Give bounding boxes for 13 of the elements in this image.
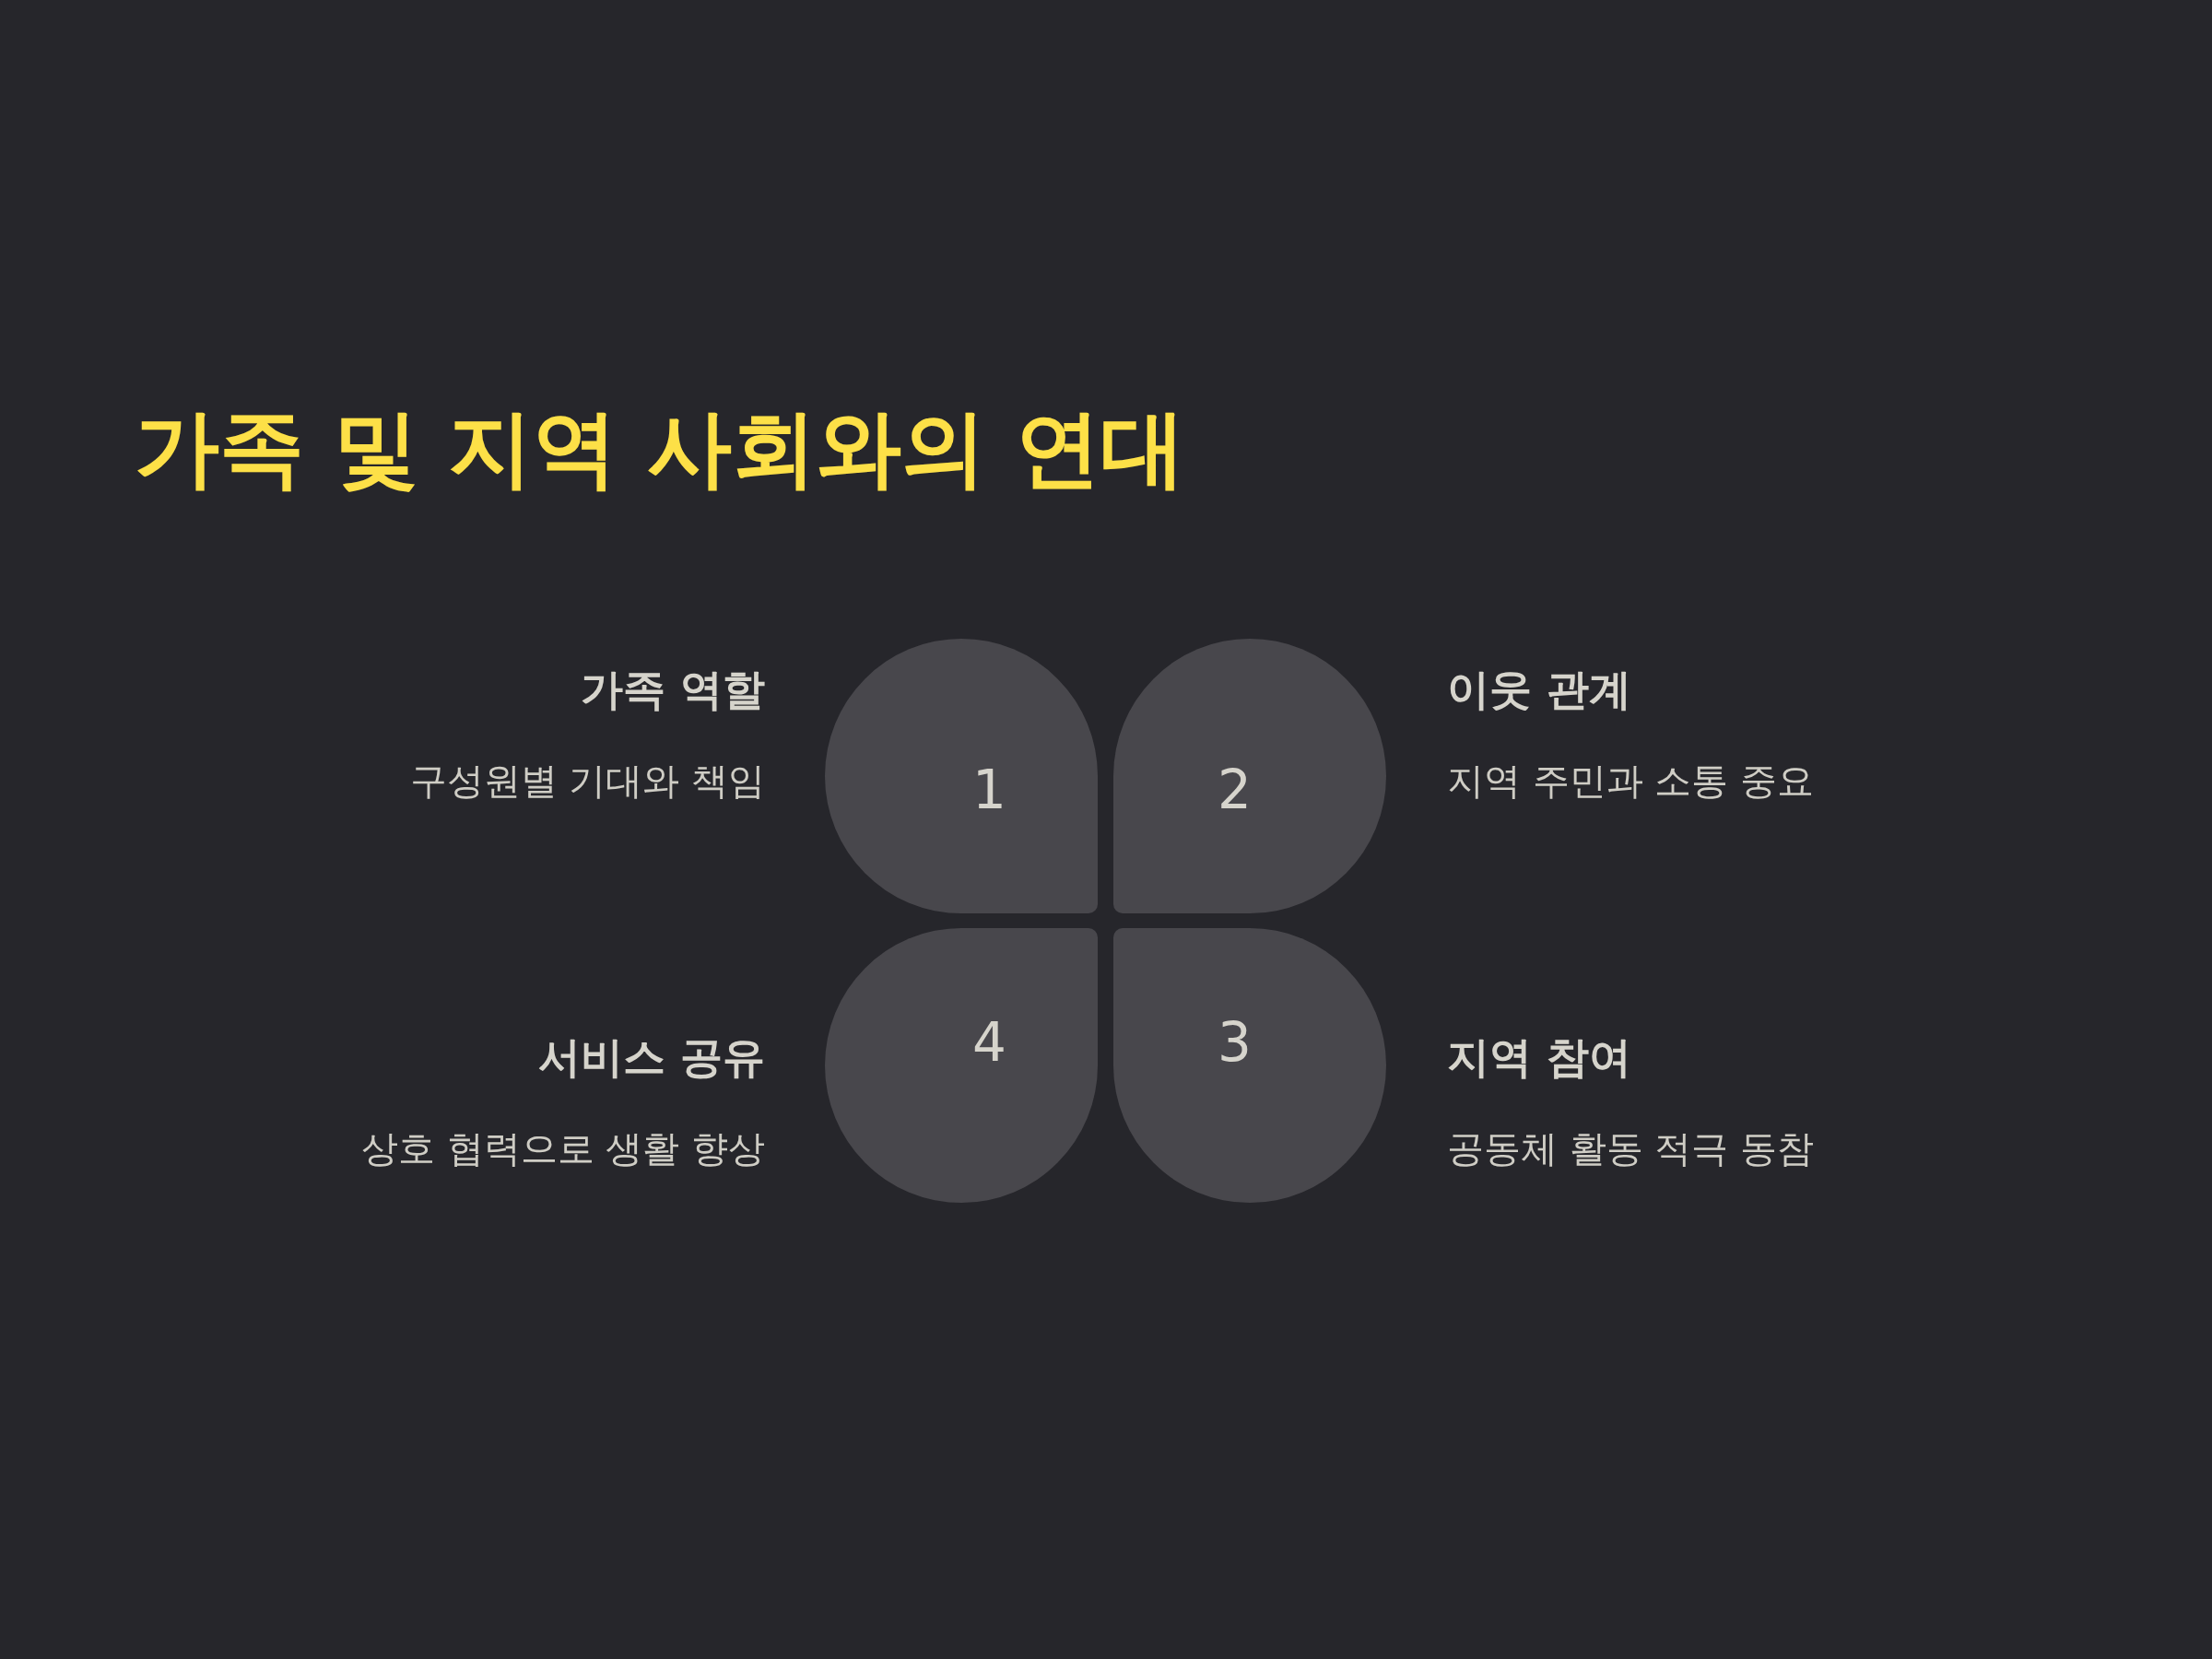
item-description: 상호 협력으로 생활 향상 [360, 1126, 765, 1171]
item-description: 구성원별 기대와 책임 [409, 759, 765, 804]
item-heading: 이웃 관계 [1447, 664, 1631, 716]
item-heading: 서비스 공유 [538, 1031, 765, 1084]
step-number: 3 [1218, 1016, 1252, 1069]
title: 가족 및 지역 사회와의 연대 [135, 398, 1186, 500]
item-heading: 지역 참여 [1447, 1031, 1631, 1084]
step-number: 1 [972, 763, 1006, 817]
item-heading: 가족 역할 [581, 664, 765, 716]
step-number: 4 [972, 1016, 1006, 1069]
item-description: 공동체 활동 적극 동참 [1447, 1126, 1815, 1171]
step-number: 2 [1218, 763, 1252, 817]
item-description: 지역 주민과 소통 중요 [1447, 759, 1815, 804]
